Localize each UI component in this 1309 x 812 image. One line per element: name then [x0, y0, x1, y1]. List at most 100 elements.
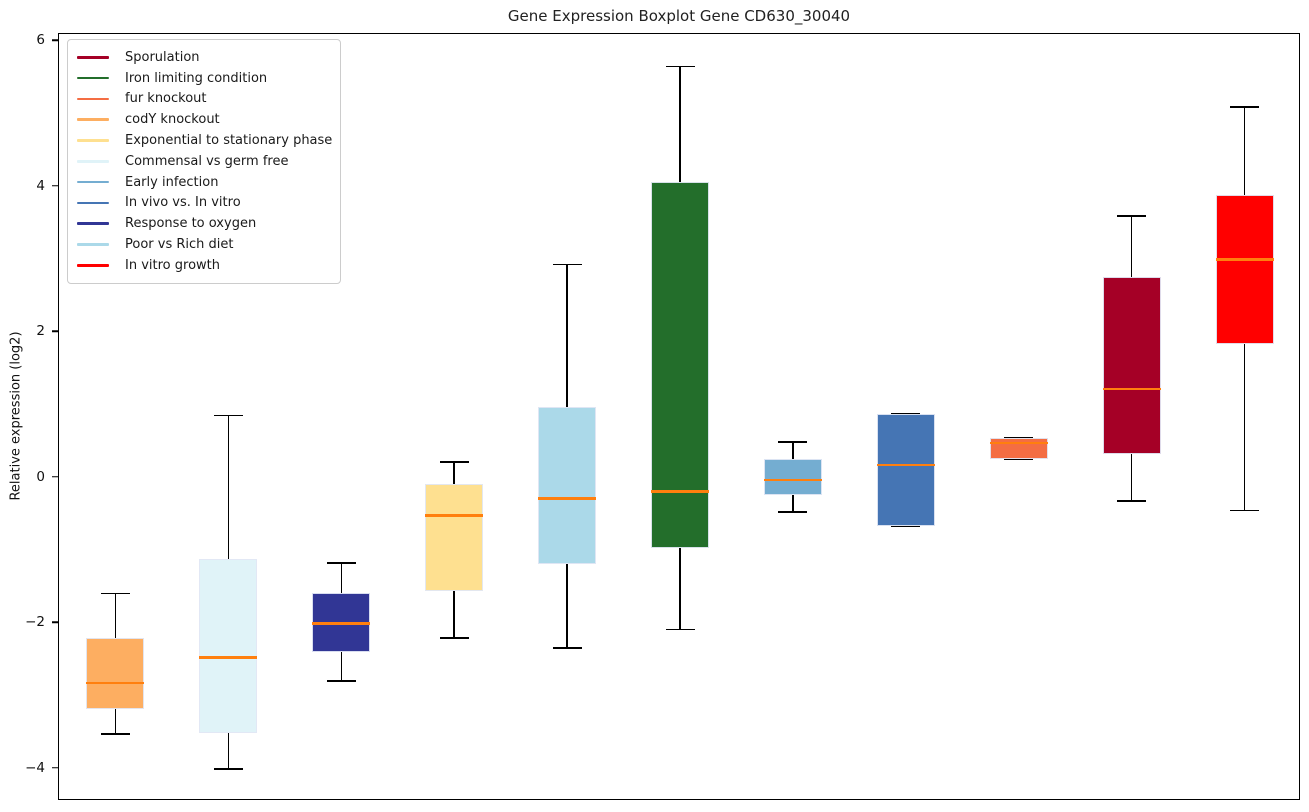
legend-item: Commensal vs germ free: [77, 151, 332, 172]
legend-item-label: Poor vs Rich diet: [125, 237, 234, 253]
whisker-cap-upper-commensal-vs-germ-free: [213, 414, 243, 417]
whisker-cap-upper-response-to-oxygen: [326, 562, 356, 564]
whisker-lower-poor-vs-rich-diet: [566, 563, 568, 649]
plot-area: Sporulation Iron limiting condition fur …: [58, 33, 1300, 800]
whisker-cap-lower-response-to-oxygen: [326, 680, 356, 682]
y-tick-mark: [52, 767, 58, 769]
median-line-in-vivo-vs-in-vitro: [876, 463, 935, 467]
whisker-cap-upper-poor-vs-rich-diet: [552, 263, 582, 266]
whisker-cap-upper-cody-knockout: [100, 592, 130, 595]
legend-color-swatch-icon: [77, 222, 109, 226]
legend-color-swatch-icon: [77, 243, 109, 246]
legend-color-swatch-icon: [77, 56, 109, 59]
legend: Sporulation Iron limiting condition fur …: [67, 39, 341, 284]
legend-item-label: Early infection: [125, 174, 219, 190]
whisker-cap-upper-iron-limiting-condition: [665, 65, 695, 68]
whisker-cap-lower-in-vivo-vs-in-vitro: [891, 525, 921, 527]
median-line-response-to-oxygen: [312, 622, 371, 625]
whisker-cap-lower-early-infection: [778, 511, 808, 513]
whisker-cap-lower-cody-knockout: [100, 733, 130, 735]
whisker-lower-in-vitro-growth: [1243, 344, 1246, 511]
box-cody-knockout: [86, 637, 145, 709]
y-tick-mark: [52, 330, 58, 333]
median-line-sporulation: [1102, 387, 1161, 391]
median-line-cody-knockout: [86, 681, 145, 685]
y-tick-label: 2: [36, 323, 45, 340]
legend-color-swatch-icon: [77, 180, 109, 184]
box-poor-vs-rich-diet: [538, 406, 597, 564]
whisker-lower-iron-limiting-condition: [679, 547, 681, 630]
legend-color-swatch-icon: [77, 118, 109, 122]
legend-item: Response to oxygen: [77, 213, 332, 234]
whisker-cap-upper-exponential-to-stationary-phase: [439, 461, 469, 463]
legend-items: Sporulation Iron limiting condition fur …: [77, 47, 332, 276]
legend-item-label: Response to oxygen: [125, 216, 257, 232]
whisker-lower-cody-knockout: [114, 708, 117, 735]
y-tick-mark: [52, 621, 58, 624]
legend-item: Poor vs Rich diet: [77, 234, 332, 255]
legend-item-label: Sporulation: [125, 49, 200, 65]
whisker-upper-early-infection: [792, 442, 794, 459]
chart-title: Gene Expression Boxplot Gene CD630_30040: [507, 7, 851, 25]
box-in-vivo-vs-in-vitro: [876, 413, 935, 526]
boxes-layer: [59, 34, 1299, 799]
legend-item: Exponential to stationary phase: [77, 130, 332, 151]
legend-item: Early infection: [77, 172, 332, 193]
whisker-cap-lower-fur-knockout: [1004, 458, 1034, 460]
y-tick-label: −4: [25, 759, 45, 776]
legend-item: Iron limiting condition: [77, 68, 332, 89]
box-commensal-vs-germ-free: [199, 558, 258, 734]
legend-item-label: Exponential to stationary phase: [125, 133, 333, 149]
box-sporulation: [1102, 277, 1161, 454]
y-tick-mark: [52, 185, 58, 187]
legend-color-swatch-icon: [77, 76, 109, 80]
legend-item: fur knockout: [77, 89, 332, 110]
whisker-upper-in-vitro-growth: [1243, 106, 1246, 195]
median-line-iron-limiting-condition: [651, 490, 709, 494]
whisker-cap-lower-iron-limiting-condition: [665, 628, 695, 630]
whisker-lower-commensal-vs-germ-free: [227, 733, 230, 769]
median-line-early-infection: [763, 478, 822, 482]
whisker-cap-lower-poor-vs-rich-diet: [552, 647, 582, 649]
box-early-infection: [763, 458, 822, 495]
whisker-upper-cody-knockout: [114, 593, 117, 638]
legend-color-swatch-icon: [77, 97, 109, 101]
legend-item: codY knockout: [77, 109, 332, 130]
legend-item: In vitro growth: [77, 255, 332, 276]
legend-item: In vivo vs. In vitro: [77, 193, 332, 214]
whisker-lower-exponential-to-stationary-phase: [453, 591, 455, 638]
whisker-lower-response-to-oxygen: [340, 651, 343, 681]
median-line-in-vitro-growth: [1215, 258, 1274, 261]
box-iron-limiting-condition: [651, 182, 709, 548]
box-in-vitro-growth: [1215, 194, 1274, 344]
legend-color-swatch-icon: [77, 201, 109, 205]
whisker-lower-early-infection: [792, 494, 794, 513]
box-exponential-to-stationary-phase: [425, 484, 484, 592]
legend-color-swatch-icon: [77, 160, 109, 163]
whisker-upper-iron-limiting-condition: [679, 66, 681, 183]
whisker-upper-response-to-oxygen: [340, 563, 343, 593]
median-line-poor-vs-rich-diet: [538, 496, 597, 500]
y-tick-label: 0: [36, 468, 45, 485]
median-line-commensal-vs-germ-free: [199, 656, 258, 659]
whisker-cap-upper-early-infection: [778, 441, 808, 443]
legend-item-label: fur knockout: [125, 91, 207, 107]
y-tick-mark: [52, 39, 58, 42]
whisker-cap-lower-sporulation: [1117, 500, 1147, 502]
y-tick-label: 6: [36, 32, 45, 49]
legend-item-label: codY knockout: [125, 112, 220, 128]
whisker-upper-commensal-vs-germ-free: [227, 415, 230, 559]
legend-item-label: Iron limiting condition: [125, 70, 268, 86]
median-line-fur-knockout: [989, 441, 1048, 445]
whisker-upper-poor-vs-rich-diet: [566, 264, 568, 407]
whisker-lower-sporulation: [1130, 453, 1133, 502]
legend-color-swatch-icon: [77, 139, 109, 142]
legend-item: Sporulation: [77, 47, 332, 68]
whisker-cap-lower-exponential-to-stationary-phase: [439, 637, 469, 639]
whisker-cap-upper-in-vitro-growth: [1230, 106, 1260, 108]
median-line-exponential-to-stationary-phase: [425, 514, 484, 518]
y-tick-mark: [52, 476, 58, 478]
whisker-cap-lower-in-vitro-growth: [1230, 509, 1260, 512]
